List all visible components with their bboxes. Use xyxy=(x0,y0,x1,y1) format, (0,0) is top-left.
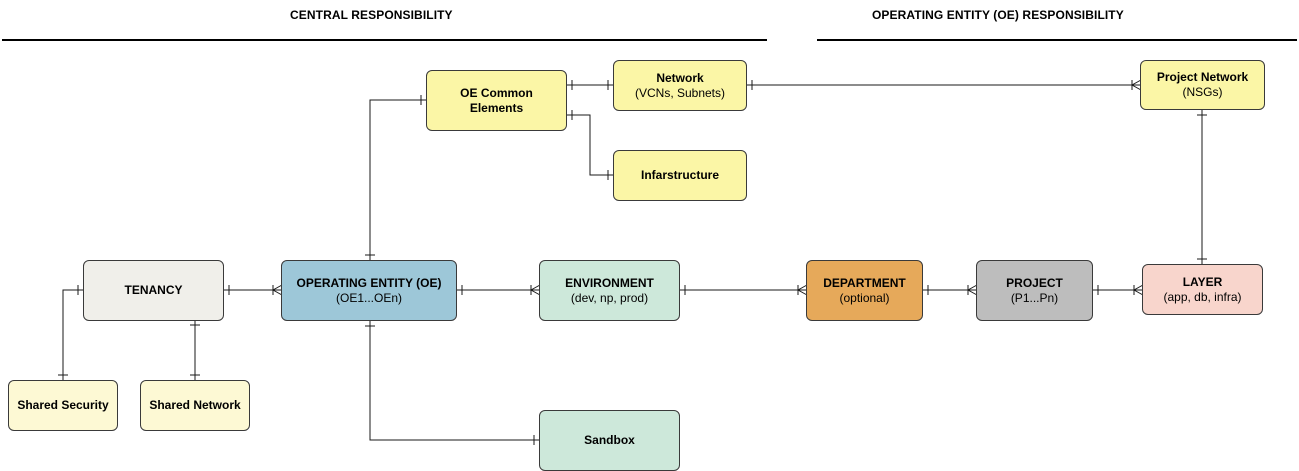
department-node[interactable]: DEPARTMENT (optional) xyxy=(806,260,923,321)
operating-entity-title: OPERATING ENTITY (OE) xyxy=(296,275,442,290)
sandbox-node[interactable]: Sandbox xyxy=(539,410,680,471)
tenancy-node[interactable]: TENANCY xyxy=(83,260,224,321)
edge-oe-sandbox xyxy=(369,320,540,441)
shared-security-title: Shared Security xyxy=(17,398,109,412)
department-title: DEPARTMENT xyxy=(823,275,906,290)
edge-tenancy-shared-security xyxy=(62,289,84,380)
oe-responsibility-header: OPERATING ENTITY (OE) RESPONSIBILITY xyxy=(872,8,1124,22)
edge-common-infrastructure xyxy=(566,114,614,176)
project-network-node[interactable]: Project Network (NSGs) xyxy=(1140,60,1265,110)
infrastructure-node[interactable]: Infarstructure xyxy=(613,150,747,201)
shared-network-node[interactable]: Shared Network xyxy=(140,380,250,431)
department-subtitle: (optional) xyxy=(839,290,890,305)
shared-security-node[interactable]: Shared Security xyxy=(8,380,118,431)
project-subtitle: (P1...Pn) xyxy=(1010,290,1059,305)
operating-entity-node[interactable]: OPERATING ENTITY (OE) (OE1...OEn) xyxy=(281,260,457,321)
central-responsibility-header: CENTRAL RESPONSIBILITY xyxy=(290,8,453,22)
shared-network-title: Shared Network xyxy=(149,398,241,412)
environment-node[interactable]: ENVIRONMENT (dev, np, prod) xyxy=(539,260,680,321)
network-node[interactable]: Network (VCNs, Subnets) xyxy=(613,60,747,111)
oe-divider xyxy=(817,39,1297,41)
central-divider xyxy=(2,39,767,41)
environment-subtitle: (dev, np, prod) xyxy=(570,290,649,305)
project-network-subtitle: (NSGs) xyxy=(1182,85,1223,99)
environment-title: ENVIRONMENT xyxy=(565,275,654,290)
network-subtitle: (VCNs, Subnets) xyxy=(634,85,726,100)
project-title: PROJECT xyxy=(1006,275,1063,290)
tenancy-title: TENANCY xyxy=(124,283,183,297)
project-network-title: Project Network xyxy=(1156,70,1249,84)
oe-common-elements-node[interactable]: OE Common Elements xyxy=(426,70,567,131)
edge-oe-common xyxy=(369,99,427,260)
network-title: Network xyxy=(656,70,704,85)
sandbox-title: Sandbox xyxy=(584,433,635,447)
oe-common-elements-title: OE Common Elements xyxy=(460,85,533,115)
layer-subtitle: (app, db, infra) xyxy=(1163,289,1242,304)
project-node[interactable]: PROJECT (P1...Pn) xyxy=(976,260,1093,321)
infrastructure-title: Infarstructure xyxy=(640,168,720,182)
layer-node[interactable]: LAYER (app, db, infra) xyxy=(1142,264,1263,315)
operating-entity-subtitle: (OE1...OEn) xyxy=(335,290,403,305)
layer-title: LAYER xyxy=(1182,274,1223,289)
